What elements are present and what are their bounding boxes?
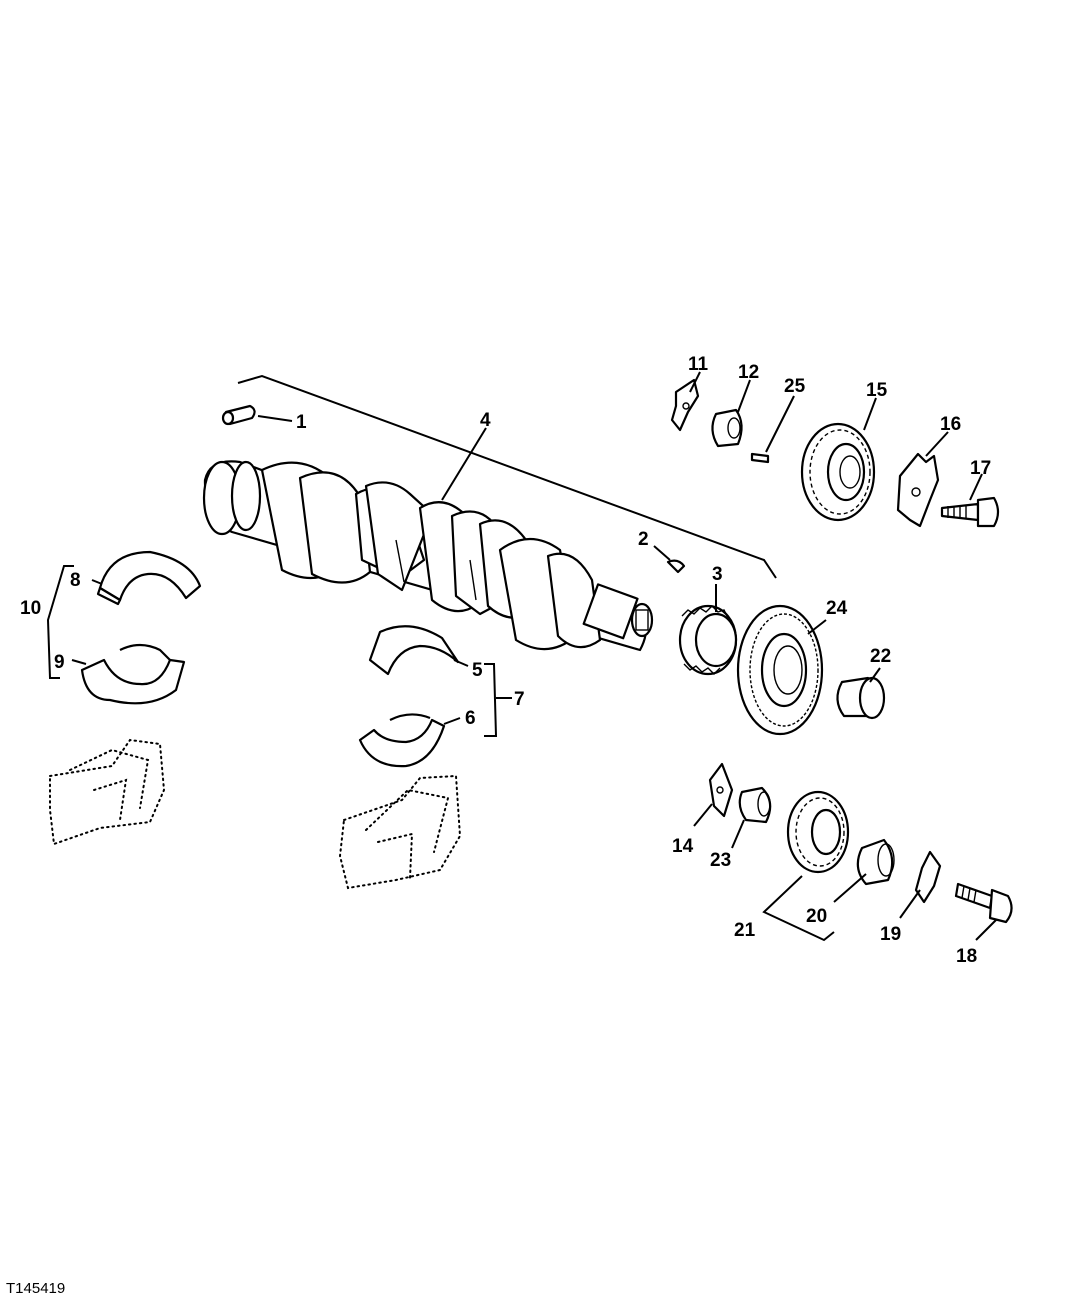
callout-22: 22 xyxy=(870,646,891,667)
callout-5: 5 xyxy=(472,660,483,681)
bolt-icon xyxy=(940,496,1000,528)
rod-cap-outline xyxy=(338,774,462,890)
crankshaft-gear-icon xyxy=(678,604,738,676)
callout-1: 1 xyxy=(296,412,307,433)
callout-11: 11 xyxy=(688,354,709,375)
lock-plate-icon xyxy=(670,378,700,432)
callout-18: 18 xyxy=(956,946,977,967)
crankshaft-icon xyxy=(202,460,654,652)
lower-spacer-icon xyxy=(738,786,772,824)
callout-16: 16 xyxy=(940,414,961,435)
callout-19: 19 xyxy=(880,924,901,945)
spacer-icon xyxy=(711,408,743,448)
callout-17: 17 xyxy=(970,458,991,479)
callout-8: 8 xyxy=(70,570,81,591)
assembly-bracket-4 xyxy=(237,374,777,579)
callout-24: 24 xyxy=(826,598,848,619)
callout-6: 6 xyxy=(465,708,476,729)
callout-15: 15 xyxy=(866,380,888,401)
woodruff-key-icon xyxy=(666,559,686,574)
bracket-7 xyxy=(484,663,498,737)
callout-23: 23 xyxy=(710,850,731,871)
lower-retaining-plate-icon xyxy=(914,850,942,904)
callout-21: 21 xyxy=(734,920,756,941)
idler-gear-icon xyxy=(800,422,876,522)
pin-icon xyxy=(750,452,770,464)
lower-bolt-icon xyxy=(954,882,1013,924)
lower-bushing-icon xyxy=(856,838,895,886)
callout-20: 20 xyxy=(806,906,827,927)
callout-25: 25 xyxy=(784,376,806,397)
callout-4: 4 xyxy=(480,410,491,431)
lower-lock-plate-icon xyxy=(708,762,734,818)
bracket-10 xyxy=(46,565,74,679)
figure-id: T145419 xyxy=(6,1280,66,1297)
rod-bearing-shell-icon xyxy=(358,625,460,768)
bushing-icon xyxy=(836,676,886,720)
bracket-21 xyxy=(762,875,835,942)
timing-gear-icon xyxy=(736,604,824,736)
callout-12: 12 xyxy=(738,362,759,383)
retaining-plate-icon xyxy=(896,452,940,528)
callout-10: 10 xyxy=(20,598,41,619)
dowel-pin-icon xyxy=(221,404,256,426)
lower-idler-gear-icon xyxy=(786,790,850,874)
bearing-shell-icon xyxy=(80,550,202,705)
callout-3: 3 xyxy=(712,564,723,585)
callout-9: 9 xyxy=(54,652,65,673)
main-bearing-cap-outline xyxy=(49,738,166,846)
callout-14: 14 xyxy=(672,836,694,857)
callout-7: 7 xyxy=(514,689,525,710)
callout-2: 2 xyxy=(638,529,649,550)
